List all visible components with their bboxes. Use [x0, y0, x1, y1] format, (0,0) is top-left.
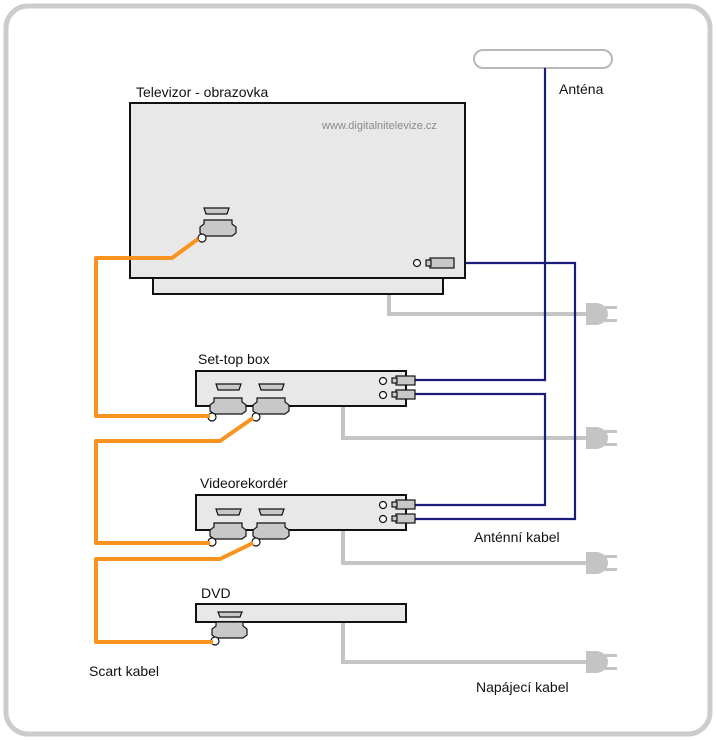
tv-label: Televizor - obrazovka [136, 84, 268, 100]
antenna-cables [415, 68, 577, 521]
power-plug-icon [586, 303, 617, 325]
scart-cable-settop-vcr [94, 416, 255, 545]
scart-cable-label: Scart kabel [89, 663, 159, 679]
coax-connector-icon [391, 375, 416, 386]
scart-connector-icon [207, 508, 247, 547]
power-cable-settop [341, 406, 590, 440]
scart-cable-vcr-dvd [94, 541, 254, 644]
tv-jack [412, 258, 422, 268]
scart-connector-icon [251, 383, 290, 422]
scart-connector-icon [197, 207, 237, 243]
scart-cable-tv-settop [94, 237, 210, 418]
vcr-jack [378, 500, 388, 510]
vcr-jack [378, 514, 388, 524]
settop-jack [378, 376, 388, 386]
vcr-label: Videorekordér [200, 475, 288, 491]
scart-cables [94, 237, 255, 644]
antenna-icon [473, 49, 613, 69]
coax-connector-icon [425, 257, 455, 269]
settop-jack [378, 390, 388, 400]
coax-connector-icon [391, 499, 416, 510]
antenna-cable-main [415, 68, 547, 382]
antenna-cable-vcr-tv [415, 261, 577, 521]
power-cable-label: Napájecí kabel [476, 679, 569, 695]
settop-device [195, 370, 416, 422]
dvd-body [195, 603, 407, 623]
antenna-cable-settop-vcr [415, 392, 547, 507]
dvd-device [195, 603, 407, 646]
power-plug-icon [586, 552, 617, 574]
coax-connector-icon [391, 513, 416, 524]
dvd-label: DVD [201, 585, 231, 601]
power-plug-icon [586, 651, 617, 673]
website-label: www.digitalnitelevize.cz [321, 120, 437, 132]
scart-connector-icon [207, 383, 247, 422]
antenna-label: Anténa [559, 81, 604, 97]
power-plug-icon [586, 427, 617, 449]
settop-label: Set-top box [198, 351, 270, 367]
power-cable-dvd [341, 610, 590, 664]
vcr-device [195, 494, 416, 547]
scart-connector-icon [210, 611, 248, 646]
antenna-cable-label: Anténní kabel [474, 529, 560, 545]
coax-connector-icon [391, 389, 416, 400]
